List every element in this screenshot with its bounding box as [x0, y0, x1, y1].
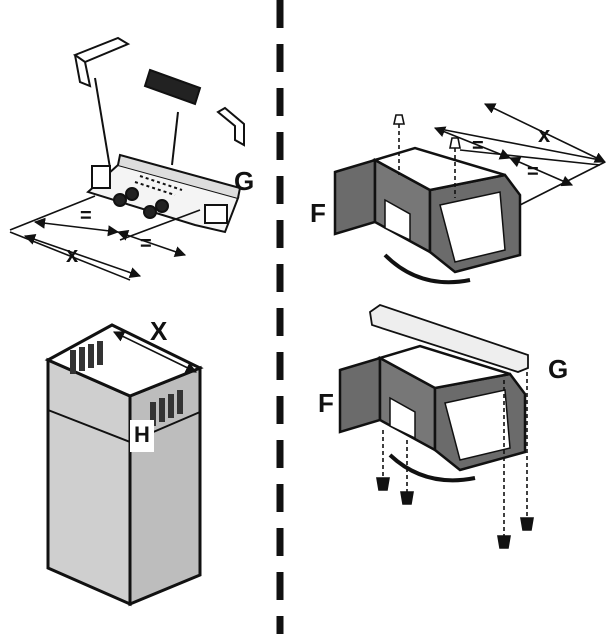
- label-g-top-left: G: [234, 166, 254, 196]
- label-equal-3: =: [472, 135, 484, 157]
- label-f-top-right: F: [310, 198, 326, 228]
- chimney-front: [46, 357, 132, 607]
- mounting-plate: [86, 163, 240, 234]
- chimney: [44, 323, 204, 607]
- bracket-assembly: [72, 36, 245, 234]
- motor-unit-top: [333, 146, 522, 285]
- label-equal-4: =: [527, 161, 539, 183]
- label-equal-2: =: [140, 233, 152, 255]
- label-h: H: [134, 422, 150, 447]
- bracket-left: [72, 36, 131, 88]
- dimension-x-chimney: [112, 331, 198, 373]
- label-f-bottom-right: F: [318, 388, 334, 418]
- motor-unit-bottom: [338, 304, 529, 483]
- label-x-top-left: x: [66, 242, 79, 267]
- label-g-bottom-right: G: [548, 354, 568, 384]
- dimension-lines-top-left: [9, 195, 201, 281]
- label-equal-1: =: [80, 205, 92, 227]
- bracket-center: [143, 68, 202, 106]
- bracket-right: [216, 106, 245, 147]
- screws-bottom-right: [376, 372, 534, 549]
- label-x-top-right: x: [538, 122, 551, 147]
- label-x-chimney: X: [150, 316, 168, 346]
- dimension-lines-top-right: [433, 103, 607, 206]
